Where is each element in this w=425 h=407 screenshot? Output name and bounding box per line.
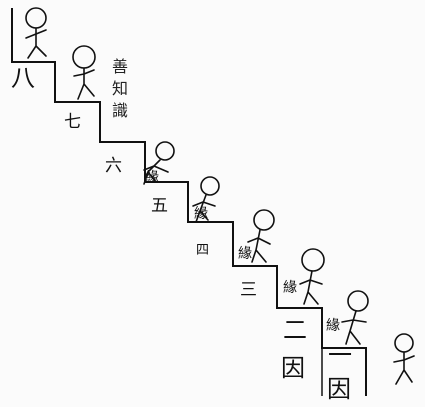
stick-figure-5 bbox=[192, 176, 220, 223]
figure-label-4: 緣 bbox=[238, 246, 252, 262]
step-label-1: 一 bbox=[328, 341, 352, 369]
stick-figure-3 bbox=[299, 248, 325, 305]
cause-label-right: 因 bbox=[327, 375, 351, 403]
figure-label-2: 緣 bbox=[326, 318, 340, 334]
step-label-7: 七 bbox=[64, 112, 81, 132]
step-label-2: 二 bbox=[283, 316, 307, 344]
figure-label-6: 緣 bbox=[145, 170, 159, 186]
stick-figure-2 bbox=[341, 290, 369, 345]
stick-figure-4 bbox=[247, 209, 275, 263]
stick-figure-top bbox=[25, 7, 47, 59]
stick-figure-bottom bbox=[393, 333, 415, 385]
figure-label-3: 緣 bbox=[283, 280, 297, 296]
step-label-5: 五 bbox=[151, 196, 168, 216]
stick-figure-6 bbox=[143, 141, 175, 185]
side-text-good-friend: 善知識 bbox=[111, 57, 128, 120]
step-label-4: 四 bbox=[196, 243, 210, 258]
cause-label-left: 因 bbox=[281, 354, 305, 382]
step-label-3: 三 bbox=[240, 280, 257, 300]
stick-figure-7 bbox=[72, 45, 96, 100]
figure-label-5: 緣 bbox=[194, 206, 208, 222]
step-label-6: 六 bbox=[105, 156, 122, 176]
step-label-8: 八 bbox=[11, 64, 35, 92]
